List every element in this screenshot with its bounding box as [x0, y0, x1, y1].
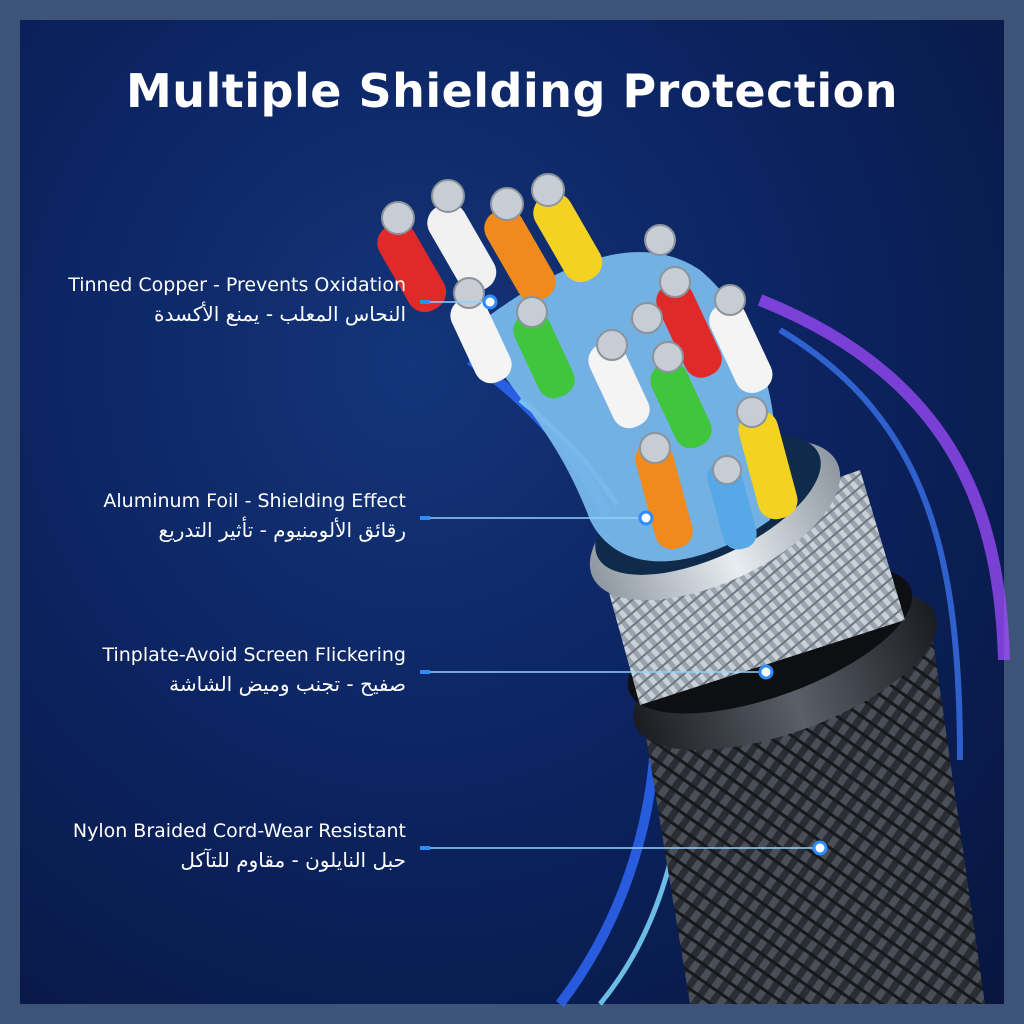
callout-tinned-copper: Tinned Copper - Prevents Oxidation النحا…: [68, 271, 406, 329]
callout-label-en: Aluminum Foil - Shielding Effect: [103, 490, 406, 512]
glow-arc-purple: [757, 294, 1010, 661]
callout-dots: [482, 294, 828, 856]
callout-start-marks: [420, 300, 430, 850]
callout-label-ar: النحاس المعلب - يمنع الأكسدة: [154, 302, 406, 326]
callout-tinplate: Tinplate-Avoid Screen Flickering صفيح - …: [102, 641, 406, 699]
page-title: Multiple Shielding Protection: [125, 64, 899, 118]
callout-aluminum-foil: Aluminum Foil - Shielding Effect رقائق ا…: [103, 487, 406, 545]
callout-label-en: Tinned Copper - Prevents Oxidation: [68, 274, 406, 296]
callout-label-ar: صفيح - تجنب وميض الشاشة: [169, 672, 406, 696]
tinplate-braid: [600, 470, 905, 705]
callout-label-ar: رقائق الألومنيوم - تأثير التدريع: [158, 518, 406, 542]
callout-lines: [430, 301, 820, 849]
callout-label-ar: حبل النايلون - مقاوم للتآكل: [180, 848, 406, 872]
wires: [377, 193, 798, 550]
callout-label-en: Tinplate-Avoid Screen Flickering: [102, 644, 406, 666]
glow-arc-blue-right: [778, 327, 963, 761]
tinned-copper-tips: [381, 173, 768, 485]
callout-label-en: Nylon Braided Cord-Wear Resistant: [72, 820, 406, 842]
callout-nylon-braid: Nylon Braided Cord-Wear Resistant حبل ال…: [73, 817, 406, 875]
